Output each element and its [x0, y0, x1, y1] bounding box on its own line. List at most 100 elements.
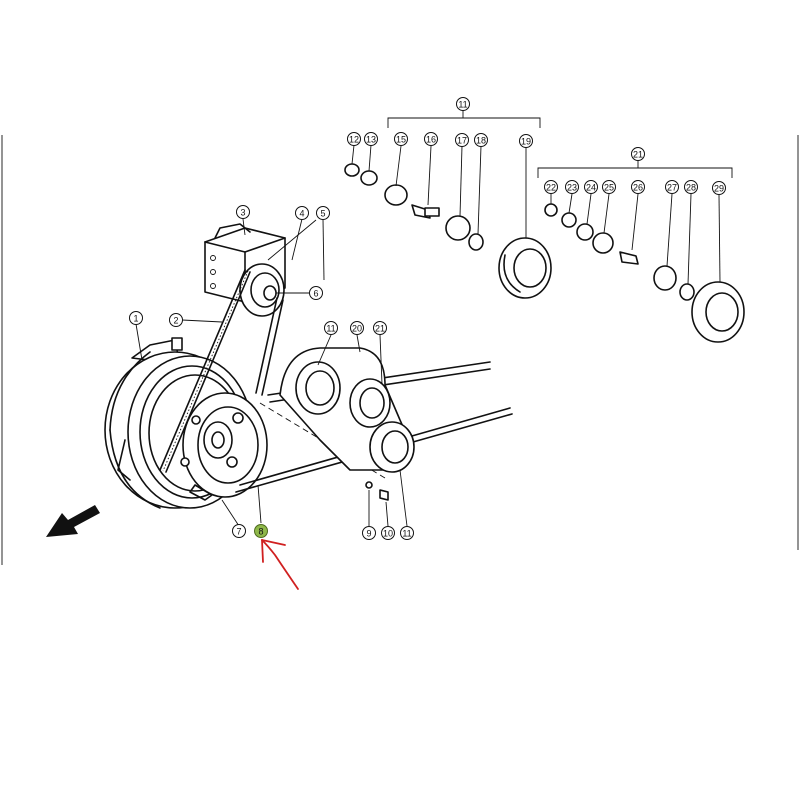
callout-c20: 20 — [350, 321, 364, 335]
callout-circle — [309, 286, 323, 300]
callout-circle — [684, 180, 698, 194]
callout-number: 20 — [352, 324, 362, 334]
callout-circle — [584, 180, 598, 194]
callout-circle — [665, 180, 679, 194]
callout-number: 22 — [546, 183, 556, 193]
leader-lines — [135, 144, 721, 527]
callout-c7: 7 — [232, 524, 246, 538]
callout-number: 21 — [633, 150, 643, 160]
callout-number: 3 — [240, 208, 245, 218]
callout-circle — [394, 132, 408, 146]
callout-c11a: 11 — [456, 97, 470, 111]
callout-circle — [232, 524, 246, 538]
callout-circle — [350, 321, 364, 335]
callout-circle — [295, 206, 309, 220]
callout-number: 27 — [667, 183, 677, 193]
callout-circle — [631, 147, 645, 161]
callout-circle — [129, 311, 143, 325]
callout-number: 23 — [567, 183, 577, 193]
callout-circle — [169, 313, 183, 327]
callout-c22: 22 — [544, 180, 558, 194]
callout-number: 6 — [313, 289, 318, 299]
callout-c23: 23 — [565, 180, 579, 194]
callout-number: 7 — [236, 527, 241, 537]
callout-circle — [362, 526, 376, 540]
compressor-block — [204, 223, 286, 317]
callout-circle — [324, 321, 338, 335]
callout-number: 12 — [349, 135, 359, 145]
callout-circle — [254, 524, 268, 538]
callout-circle — [364, 132, 378, 146]
callout-c11c: 11 — [400, 526, 414, 540]
callout-circle — [544, 180, 558, 194]
callout-number: 28 — [686, 183, 696, 193]
callout-c10: 10 — [381, 526, 395, 540]
callout-circle — [712, 181, 726, 195]
callout-c11b: 11 — [324, 321, 338, 335]
callout-circle — [424, 132, 438, 146]
callout-circle — [631, 180, 645, 194]
callout-circle — [400, 526, 414, 540]
callout-circle — [456, 97, 470, 111]
callout-circle — [602, 180, 616, 194]
callout-circle — [236, 205, 250, 219]
callout-c5: 5 — [316, 206, 330, 220]
callout-c15: 15 — [394, 132, 408, 146]
red-annotation-arrow-icon — [261, 539, 299, 590]
callout-circle — [455, 133, 469, 147]
callout-circle — [373, 321, 387, 335]
callout-number: 15 — [396, 135, 406, 145]
callout-number: 13 — [366, 135, 376, 145]
callout-number: 17 — [457, 136, 467, 146]
callout-circle — [347, 132, 361, 146]
callout-circle — [381, 526, 395, 540]
callout-c26: 26 — [631, 180, 645, 194]
callout-c24: 24 — [584, 180, 598, 194]
tensioner-bracket — [279, 347, 415, 473]
callout-c25: 25 — [602, 180, 616, 194]
callout-number: 10 — [383, 529, 393, 539]
callout-number: 8 — [258, 527, 263, 537]
callout-number: 11 — [458, 100, 467, 110]
callout-c28: 28 — [684, 180, 698, 194]
callout-number: 11 — [402, 529, 411, 539]
callout-number: 26 — [633, 183, 643, 193]
callout-c18: 18 — [474, 133, 488, 147]
exploded-group-11 — [344, 110, 552, 299]
callout-c16: 16 — [424, 132, 438, 146]
callout-c17: 17 — [455, 133, 469, 147]
callout-c1: 1 — [129, 311, 143, 325]
callout-c6: 6 — [309, 286, 323, 300]
callout-circle — [519, 134, 533, 148]
callout-c3: 3 — [236, 205, 250, 219]
callout-number: 2 — [173, 316, 178, 326]
callout-c27: 27 — [665, 180, 679, 194]
callout-circle — [316, 206, 330, 220]
callout-number: 25 — [604, 183, 614, 193]
callout-c29: 29 — [712, 181, 726, 195]
callout-number: 24 — [586, 183, 596, 193]
exploded-group-21 — [537, 160, 745, 343]
callout-c12: 12 — [347, 132, 361, 146]
callout-c13: 13 — [364, 132, 378, 146]
callout-number: 1 — [133, 314, 138, 324]
callout-number: 21 — [375, 324, 385, 334]
small-bolts — [365, 481, 389, 501]
callout-c19: 19 — [519, 134, 533, 148]
callout-number: 16 — [426, 135, 436, 145]
callout-c8: 8 — [254, 524, 268, 538]
direction-arrow-icon — [46, 505, 100, 537]
callout-circle — [565, 180, 579, 194]
callout-c21a: 21 — [631, 147, 645, 161]
callout-c4: 4 — [295, 206, 309, 220]
callout-number: 29 — [714, 184, 724, 194]
callout-c9: 9 — [362, 526, 376, 540]
v-belt-upper — [159, 269, 284, 473]
callout-number: 19 — [521, 137, 531, 147]
callout-number: 11 — [326, 324, 335, 334]
callout-number: 9 — [366, 529, 371, 539]
callout-number: 4 — [299, 209, 304, 219]
